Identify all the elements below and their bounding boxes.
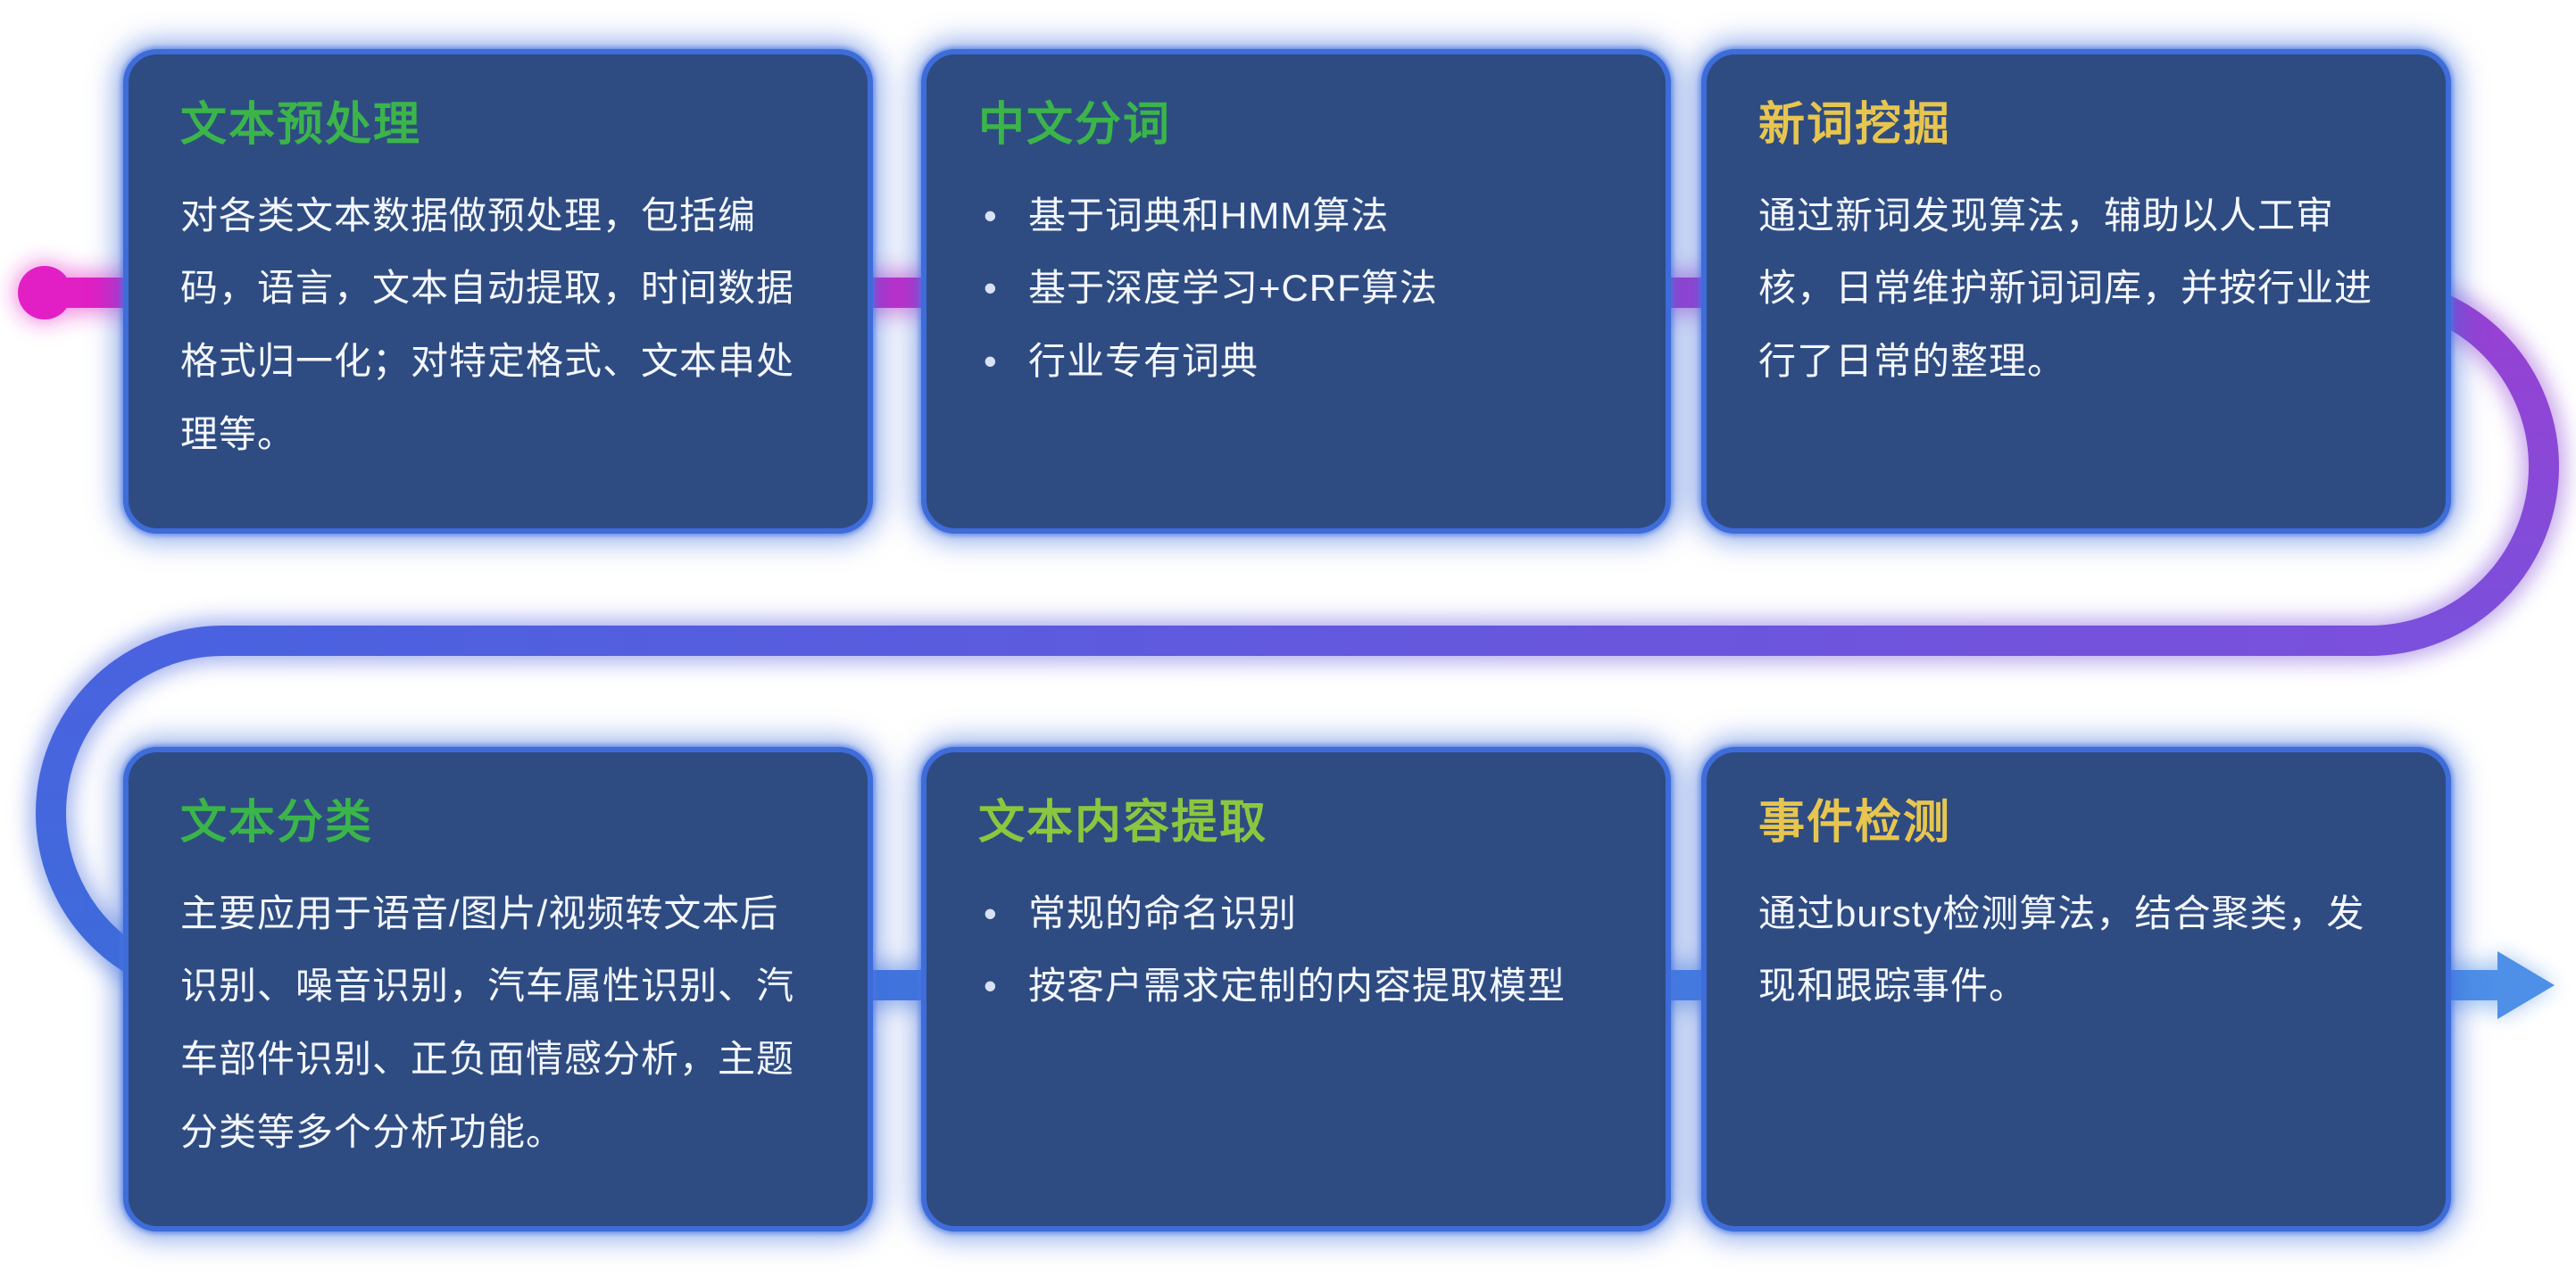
card-text-classification: 文本分类 主要应用于语音/图片/视频转文本后识别、噪音识别，汽车属性识别、汽车部…: [123, 747, 873, 1231]
flow-arrowhead-icon: [2497, 951, 2555, 1019]
card-title: 事件检测: [1758, 797, 1952, 849]
card-text-preprocessing: 文本预处理 对各类文本数据做预处理，包括编码，语言，文本自动提取，时间数据格式归…: [123, 49, 873, 534]
card-title: 中文分词: [978, 99, 1172, 151]
card-title: 文本内容提取: [978, 797, 1268, 849]
card-body: 对各类文本数据做预处理，包括编码，语言，文本自动提取，时间数据格式归一化；对特定…: [180, 194, 795, 456]
bullet-item: 常规的命名识别: [978, 877, 1614, 950]
bullet-item: 基于词典和HMM算法: [978, 179, 1614, 253]
bullet-item: 基于深度学习+CRF算法: [978, 252, 1614, 325]
card-new-word-mining: 新词挖掘 通过新词发现算法，辅助以人工审核，日常维护新词词库，并按行业进行了日常…: [1701, 49, 2451, 534]
bullet-item: 行业专有词典: [978, 325, 1614, 398]
card-bullet-list: 基于词典和HMM算法 基于深度学习+CRF算法 行业专有词典: [978, 179, 1614, 399]
bullet-item: 按客户需求定制的内容提取模型: [978, 949, 1614, 1023]
card-title: 新词挖掘: [1758, 99, 1952, 151]
card-body: 主要应用于语音/图片/视频转文本后识别、噪音识别，汽车属性识别、汽车部件识别、正…: [180, 891, 795, 1154]
card-event-detection: 事件检测 通过bursty检测算法，结合聚类，发现和跟踪事件。: [1701, 747, 2451, 1231]
card-title: 文本预处理: [180, 99, 422, 151]
flow-start-dot: [18, 266, 71, 319]
card-body: 通过新词发现算法，辅助以人工审核，日常维护新词词库，并按行业进行了日常的整理。: [1758, 194, 2373, 383]
card-text-content-extraction: 文本内容提取 常规的命名识别 按客户需求定制的内容提取模型: [921, 747, 1671, 1231]
card-bullet-list: 常规的命名识别 按客户需求定制的内容提取模型: [978, 877, 1614, 1024]
card-chinese-word-segmentation: 中文分词 基于词典和HMM算法 基于深度学习+CRF算法 行业专有词典: [921, 49, 1671, 534]
card-title: 文本分类: [180, 797, 374, 849]
card-body: 通过bursty检测算法，结合聚类，发现和跟踪事件。: [1758, 891, 2365, 1008]
